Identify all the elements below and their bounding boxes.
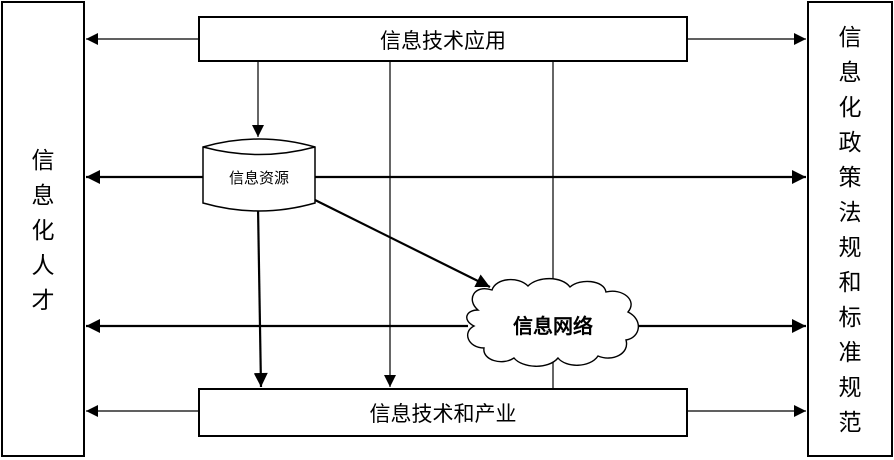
app-label: 信息技术应用	[380, 29, 506, 53]
resources-label: 信息资源	[229, 169, 289, 187]
policy-char: 化	[839, 95, 862, 121]
talent-char: 才	[32, 288, 55, 314]
policy-char: 和	[839, 270, 862, 296]
talent-char: 化	[32, 218, 55, 244]
policy-char: 准	[839, 340, 862, 366]
policy-char: 信	[839, 25, 862, 51]
policy-char: 策	[839, 165, 862, 191]
resources-cylinder	[202, 138, 316, 212]
talent-char: 信	[32, 148, 55, 174]
arrow-resources-to-industry	[253, 206, 268, 388]
arrow-resources-to-network	[314, 199, 491, 288]
policy-char: 规	[839, 375, 862, 401]
network-cloud	[466, 277, 639, 367]
app-box	[198, 16, 688, 62]
talent-char: 人	[32, 253, 55, 279]
industry-label: 信息技术和产业	[370, 402, 517, 426]
policy-box	[807, 1, 893, 457]
policy-char: 规	[839, 235, 862, 261]
policy-char: 法	[839, 200, 862, 226]
talent-char: 息	[32, 183, 55, 209]
industry-box	[198, 388, 688, 437]
policy-char: 政	[839, 130, 862, 156]
policy-char: 标	[839, 305, 862, 331]
talent-box	[1, 1, 85, 457]
policy-char: 息	[839, 60, 862, 86]
network-label: 信息网络	[513, 314, 593, 338]
policy-char: 范	[839, 410, 862, 436]
